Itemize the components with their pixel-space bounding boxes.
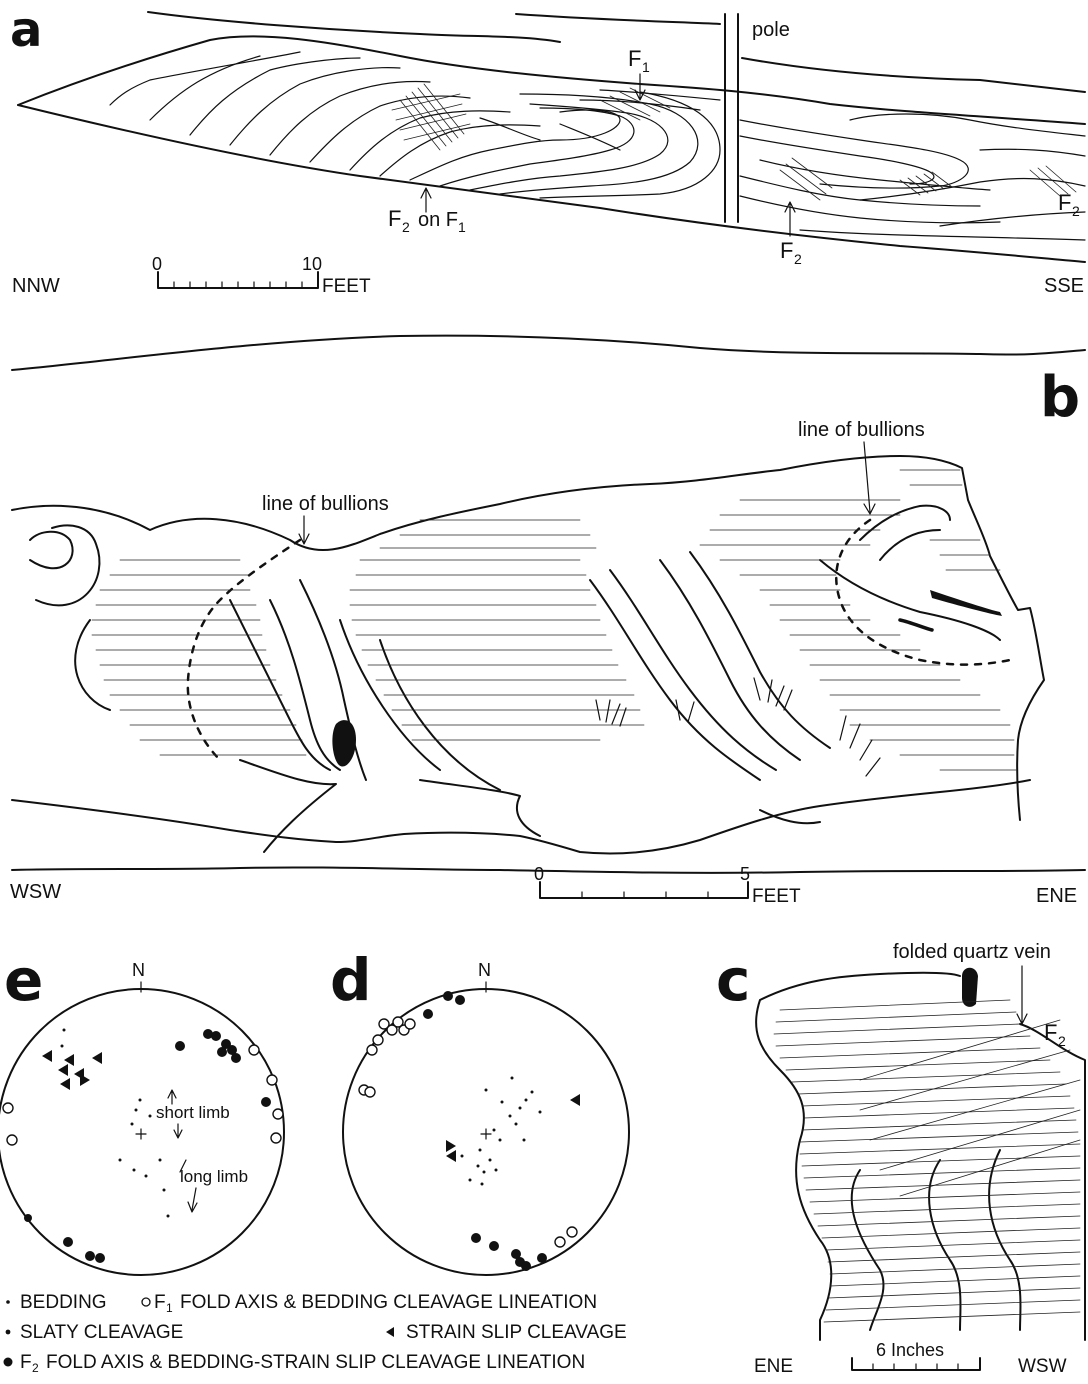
stereonet-e-center <box>136 1129 146 1139</box>
legend-slaty-symbol <box>6 1330 11 1335</box>
panel-d-north: N <box>478 960 491 980</box>
panel-d-letter: d <box>330 946 372 1014</box>
panel-e-north: N <box>132 960 145 980</box>
quartz-vein-label: folded quartz vein <box>893 941 1051 963</box>
bedding-hatch-b <box>92 470 1016 770</box>
panel-a-scale-unit: FEET <box>322 276 371 297</box>
bullions-label-left: line of bullions <box>262 493 389 515</box>
legend-strain-slip: STRAIN SLIP CLEAVAGE <box>406 1322 627 1343</box>
outcrop-a-base <box>18 105 1085 262</box>
panel-a-scale-bar: 0 10 FEET <box>152 254 371 297</box>
short-limb-label: short limb <box>156 1103 230 1122</box>
bullion-fill-left <box>332 720 356 766</box>
e-f2-points <box>24 1029 271 1263</box>
f1-label-sub: 1 <box>642 59 650 75</box>
bullion-streak <box>900 620 932 630</box>
f2-on-f1-label-on: on F <box>418 209 458 231</box>
panel-a-scale-zero: 0 <box>152 254 162 274</box>
panel-c-letter: c <box>716 946 750 1014</box>
outcrop-a-lower <box>800 230 1085 240</box>
f2-label-sub: 2 <box>794 251 802 267</box>
f2-label: F <box>780 238 793 263</box>
horizon-line <box>12 336 1085 370</box>
panel-c-scale-bar: 6 Inches <box>852 1340 980 1370</box>
panel-a-letter: a <box>10 2 42 58</box>
outcrop-b-base <box>12 780 1030 854</box>
panel-b-letter: b <box>1040 365 1080 430</box>
panel-c-scale-label: 6 Inches <box>876 1340 944 1360</box>
legend-slaty: SLATY CLEAVAGE <box>20 1322 183 1343</box>
panel-a: a <box>10 2 1085 297</box>
d-bedding-points <box>461 1077 542 1186</box>
f2-right-label-sub: 2 <box>1072 203 1080 219</box>
quartz-vein-arrow <box>1017 966 1027 1024</box>
legend-f1-text: FOLD AXIS & BEDDING CLEAVAGE LINEATION <box>180 1292 597 1313</box>
f2-on-f1-label-sub2: 1 <box>458 219 466 235</box>
legend-f2: F <box>20 1352 32 1373</box>
legend-f2-sub: 2 <box>32 1361 39 1375</box>
short-limb-arrow-up <box>168 1090 176 1104</box>
panel-b: b <box>10 336 1085 907</box>
d-f2-points <box>423 991 547 1271</box>
d-strain-slip-points <box>446 1094 580 1162</box>
panel-e: e N short limb long limb <box>0 946 284 1275</box>
f1-arrow <box>635 74 645 100</box>
e-strain-slip-points <box>42 1050 102 1090</box>
pole <box>725 14 738 222</box>
legend: BEDDING F 1 FOLD AXIS & BEDDING CLEAVAGE… <box>4 1292 627 1375</box>
bullions-label-right: line of bullions <box>798 419 925 441</box>
outcrop-b-outline <box>12 456 1044 820</box>
panel-b-scale-max: 5 <box>740 864 750 884</box>
f2-on-f1-label-sub: 2 <box>402 219 410 235</box>
e-f1-points <box>3 1045 283 1145</box>
bullions-arrow-right <box>864 442 875 514</box>
stereonet-d-center <box>481 1129 491 1139</box>
panel-d: d N <box>330 946 629 1275</box>
panel-a-left-direction: NNW <box>12 275 60 297</box>
f2-right-label: F <box>1058 190 1071 215</box>
pole-label: pole <box>752 19 790 41</box>
panel-b-scale-unit: FEET <box>752 886 801 907</box>
legend-f1-symbol <box>142 1298 150 1306</box>
panel-b-left-direction: WSW <box>10 881 61 903</box>
legend-f1-sub: 1 <box>166 1301 173 1315</box>
legend-f2-text: FOLD AXIS & BEDDING-STRAIN SLIP CLEAVAGE… <box>46 1352 585 1373</box>
panel-b-scale-zero: 0 <box>534 864 544 884</box>
bullion-line-right <box>836 520 1010 665</box>
f1-label: F <box>628 46 641 71</box>
legend-bedding-symbol <box>6 1300 10 1304</box>
short-limb-arrow-down <box>174 1124 182 1138</box>
panel-c-fold-1 <box>852 1170 884 1330</box>
panel-a-right-direction: SSE <box>1044 275 1084 297</box>
panel-c-hatch <box>774 1000 1080 1322</box>
panel-e-letter: e <box>4 946 43 1014</box>
panel-c: c folded quartz vein F 2 ENE WSW 6 Inche… <box>716 941 1085 1377</box>
d-f1-points <box>359 1017 577 1247</box>
ground-line-b <box>12 867 1085 872</box>
panel-a-scale-max: 10 <box>302 254 322 274</box>
bullion-fill-right <box>930 590 1002 616</box>
outcrop-top-edge <box>148 12 560 42</box>
grass-tufts <box>596 678 880 776</box>
e-bedding-points <box>61 1029 170 1218</box>
quartz-vein-fill <box>962 968 978 1007</box>
cleavage-hatch-a <box>392 84 1076 200</box>
legend-strain-slip-symbol <box>386 1327 394 1337</box>
panel-c-left-direction: ENE <box>754 1356 793 1377</box>
long-limb-label: long limb <box>180 1167 248 1186</box>
stereonet-e <box>0 989 284 1275</box>
outcrop-a-outline <box>18 36 1085 124</box>
panel-c-right-direction: WSW <box>1018 1356 1067 1377</box>
legend-f2-symbol <box>4 1358 13 1367</box>
f2-on-f1-label-f: F <box>388 206 401 231</box>
legend-f1: F <box>154 1292 166 1313</box>
panel-b-right-direction: ENE <box>1036 885 1077 907</box>
legend-bedding: BEDDING <box>20 1292 107 1313</box>
